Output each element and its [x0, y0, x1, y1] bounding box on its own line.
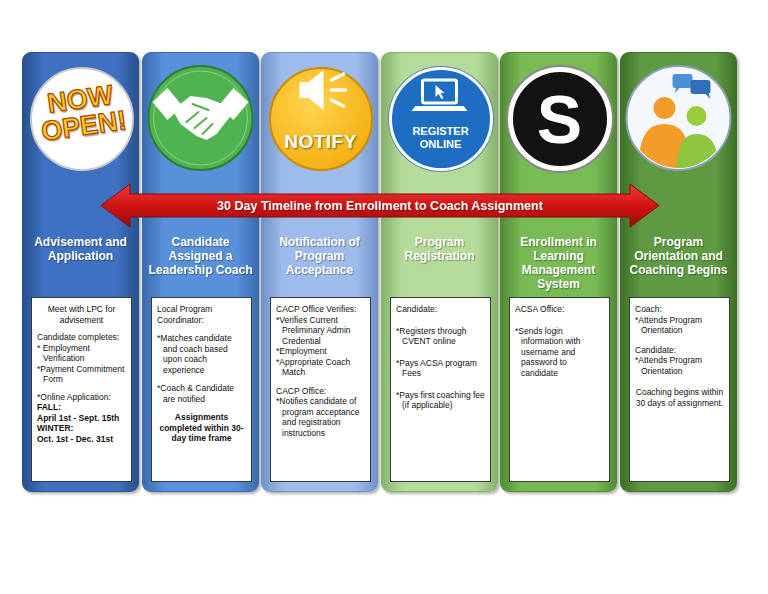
step-column: Candidate Assigned a Leadership CoachLoc… [142, 52, 259, 492]
step-title: Program Registration [385, 235, 494, 263]
detail-text: *Coach & Candidate are notified [157, 383, 246, 404]
detail-text: *Pays first coaching fee (if applicable) [396, 390, 485, 411]
detail-text: *Matches candidate and coach based upon … [157, 333, 246, 375]
detail-text: April 1st - Sept. 15th [37, 413, 126, 424]
detail-text: *Payment Commitment Form [37, 364, 126, 385]
detail-text: *Attends Program Orientation [635, 315, 724, 336]
detail-text: *Online Application: [37, 392, 126, 403]
step-column: Program Registration REGISTER ONLINE Candi… [381, 52, 498, 492]
icon-text: NOTIFY [284, 131, 357, 153]
detail-text: FALL: [37, 402, 126, 413]
icon-text: REGISTER ONLINE [399, 125, 483, 151]
icon-circle: NOTIFY [269, 67, 373, 171]
detail-text: ACSA Office: [515, 304, 604, 315]
detail-box: Coach:*Attends Program OrientationCandid… [629, 297, 730, 482]
timeline-arrow: 30 Day Timeline from Enrollment to Coach… [100, 183, 660, 228]
detail-text: CACP Office Verifies: [276, 304, 365, 315]
step-title: Enrollment in Learning Management System [504, 235, 613, 291]
step-column: Enrollment in Learning Management System… [500, 52, 617, 492]
detail-text: Candidate completes: [37, 332, 126, 343]
detail-box: CACP Office Verifies:*Verifies Current P… [270, 297, 371, 482]
detail-text: Coach: [635, 304, 724, 315]
detail-text: *Appropriate Coach Match [276, 357, 365, 378]
detail-text: Candidate: [396, 304, 485, 315]
step-title: Program Orientation and Coaching Begins [624, 235, 733, 277]
detail-text: Meet with LPC for advisement [37, 304, 126, 325]
detail-box: Local Program Coordinator: *Matches candi… [151, 297, 252, 482]
icon-circle: REGISTER ONLINE [389, 67, 493, 171]
detail-text: Oct. 1st - Dec. 31st [37, 434, 126, 445]
detail-text: *Verifies Current Preliminary Admin Cred… [276, 315, 365, 347]
step-title: Advisement and Application [26, 235, 135, 263]
detail-text: WINTER: [37, 423, 126, 434]
icon-text: S [537, 85, 582, 153]
detail-text: Candidate: [635, 345, 724, 356]
icon-circle: NOW OPEN! [30, 67, 134, 171]
detail-text: Assignments completed within 30-day time… [157, 412, 246, 444]
detail-text: * Employment Verification [37, 343, 126, 364]
step-title: Candidate Assigned a Leadership Coach [146, 235, 255, 277]
detail-box: ACSA Office: *Sends login information wit… [509, 297, 610, 482]
icon-circle: S [508, 67, 612, 171]
detail-text: Coaching begins within 30 days of assign… [635, 387, 724, 408]
step-title: Notification of Program Acceptance [265, 235, 374, 277]
detail-box: Candidate: *Registers through CVENT onlin… [390, 297, 491, 482]
detail-text: *Pays ACSA program Fees [396, 358, 485, 379]
detail-text: CACP Office: [276, 386, 365, 397]
step-column: Advisement and Application NOW OPEN! Meet … [22, 52, 139, 492]
timeline-text: 30 Day Timeline from Enrollment to Coach… [100, 183, 660, 228]
detail-text: *Employment [276, 346, 365, 357]
detail-text: *Registers through CVENT online [396, 326, 485, 347]
icon-text: NOW OPEN! [30, 80, 133, 147]
detail-text: *Sends login information with username a… [515, 326, 604, 379]
detail-box: Meet with LPC for advisementCandidate co… [31, 297, 132, 482]
detail-text: Local Program Coordinator: [157, 304, 246, 325]
step-column: Program Orientation and Coaching BeginsC… [620, 52, 737, 492]
detail-text: *Attends Program Orientation [635, 355, 724, 376]
detail-text: *Notifies candidate of program acceptanc… [276, 396, 365, 438]
step-column: Notification of Program Acceptance NOTIFY… [261, 52, 378, 492]
arrow-body [101, 184, 659, 227]
